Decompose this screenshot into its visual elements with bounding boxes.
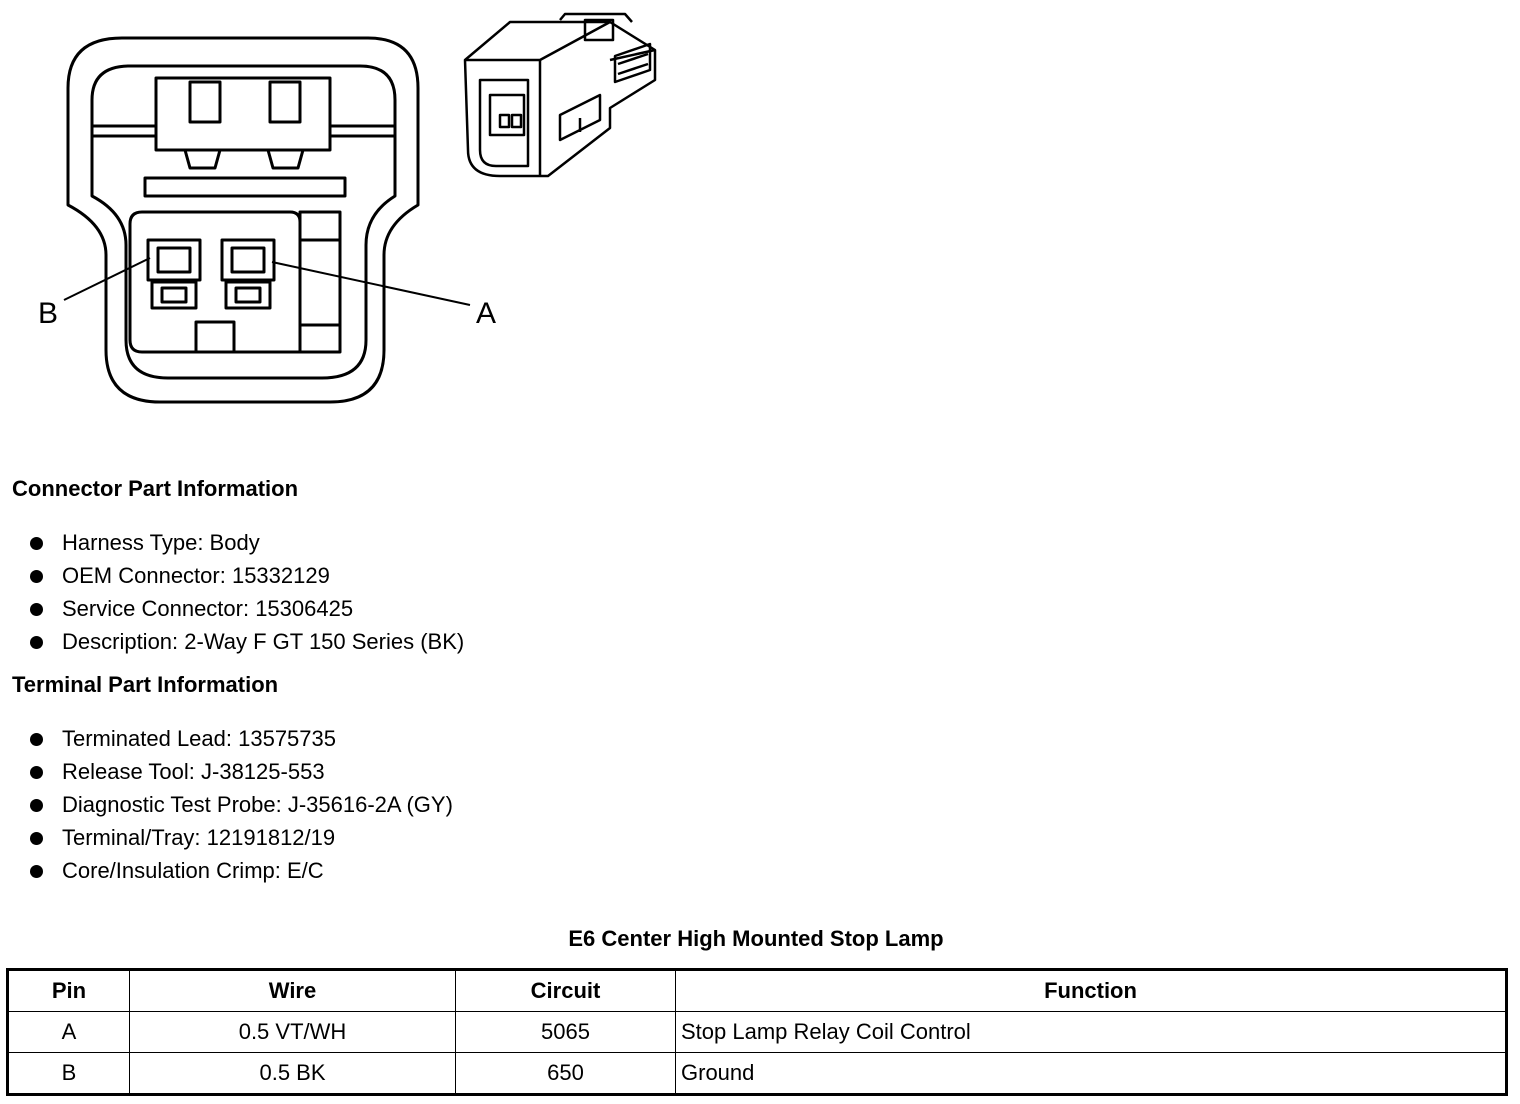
- bullet-icon: [30, 603, 43, 616]
- wire-cell: 0.5 VT/WH: [129, 1011, 456, 1053]
- function-cell: Ground: [675, 1052, 1507, 1095]
- list-item: Harness Type: Body: [28, 529, 464, 562]
- pinout-table: Pin Wire Circuit Function A 0.5 VT/WH 50…: [6, 968, 1508, 1096]
- circuit-cell: 5065: [455, 1011, 676, 1053]
- pin-cell: A: [7, 1011, 130, 1053]
- column-header-pin: Pin: [7, 969, 130, 1012]
- list-item: Description: 2-Way F GT 150 Series (BK): [28, 628, 464, 661]
- terminal-part-info-list: Terminated Lead: 13575735 Release Tool: …: [28, 725, 453, 890]
- table-title: E6 Center High Mounted Stop Lamp: [568, 926, 944, 951]
- bullet-icon: [30, 799, 43, 812]
- leader-line-a: [271, 261, 471, 306]
- bullet-icon: [30, 865, 43, 878]
- bullet-icon: [30, 766, 43, 779]
- pin-label-a: A: [476, 297, 496, 330]
- pin-label-b: B: [38, 297, 58, 330]
- terminal-cavity-body: [128, 210, 342, 354]
- list-item-text: Harness Type: Body: [62, 530, 260, 555]
- bullet-icon: [30, 832, 43, 845]
- list-item: Terminal/Tray: 12191812/19: [28, 824, 453, 857]
- column-header-circuit: Circuit: [455, 969, 676, 1012]
- list-item-text: Release Tool: J-38125-553: [62, 759, 325, 784]
- bullet-icon: [30, 733, 43, 746]
- list-item: OEM Connector: 15332129: [28, 562, 464, 595]
- list-item-text: Terminal/Tray: 12191812/19: [62, 825, 336, 850]
- list-item-text: Core/Insulation Crimp: E/C: [62, 858, 324, 883]
- connector-part-info-heading: Connector Part Information: [12, 476, 299, 501]
- list-item-text: Service Connector: 15306425: [62, 596, 354, 621]
- connector-inner-shell: [90, 64, 397, 380]
- list-item: Diagnostic Test Probe: J-35616-2A (GY): [28, 791, 453, 824]
- list-item: Core/Insulation Crimp: E/C: [28, 857, 453, 890]
- list-item-text: Description: 2-Way F GT 150 Series (BK): [62, 629, 465, 654]
- table-row: B 0.5 BK 650 Ground: [7, 1052, 1507, 1095]
- connector-outer-shell: [66, 36, 420, 404]
- wire-cell: 0.5 BK: [129, 1052, 456, 1095]
- circuit-cell: 650: [455, 1052, 676, 1095]
- bullet-icon: [30, 570, 43, 583]
- connector-diagram: B A: [38, 12, 657, 404]
- connector-part-info-list: Harness Type: Body OEM Connector: 153321…: [28, 529, 464, 661]
- list-item-text: Diagnostic Test Probe: J-35616-2A (GY): [62, 792, 453, 817]
- list-item: Release Tool: J-38125-553: [28, 758, 453, 791]
- terminal-b: [146, 238, 202, 310]
- terminal-a: [220, 238, 276, 310]
- table-header-row: Pin Wire Circuit Function: [7, 969, 1507, 1012]
- leader-line-b: [63, 257, 151, 301]
- list-item-text: OEM Connector: 15332129: [62, 563, 330, 588]
- table-row: A 0.5 VT/WH 5065 Stop Lamp Relay Coil Co…: [7, 1011, 1507, 1053]
- column-header-function: Function: [675, 969, 1507, 1012]
- bullet-icon: [30, 636, 43, 649]
- connector-isometric-view: [463, 12, 657, 178]
- list-item: Service Connector: 15306425: [28, 595, 464, 628]
- bullet-icon: [30, 537, 43, 550]
- pin-cell: B: [7, 1052, 130, 1095]
- list-item-text: Terminated Lead: 13575735: [62, 726, 336, 751]
- list-item: Terminated Lead: 13575735: [28, 725, 453, 758]
- function-cell: Stop Lamp Relay Coil Control: [675, 1011, 1507, 1053]
- column-header-wire: Wire: [129, 969, 456, 1012]
- connector-latch: [92, 76, 395, 198]
- terminal-part-info-heading: Terminal Part Information: [12, 672, 279, 697]
